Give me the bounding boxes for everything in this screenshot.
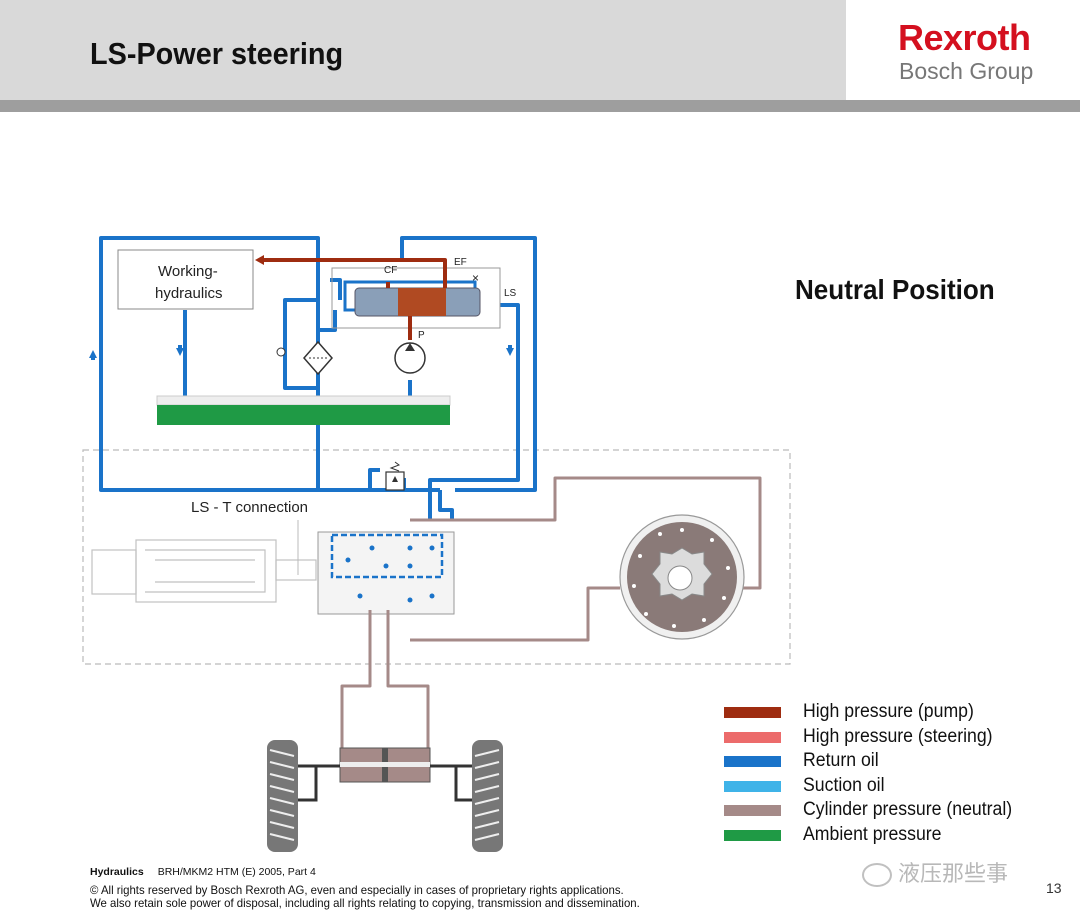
logo-brand: Rexroth <box>898 17 1031 58</box>
steering-unit-boundary <box>82 449 791 665</box>
tank <box>156 395 451 406</box>
left-wheel <box>267 740 298 852</box>
working-hydraulics-box <box>117 249 254 310</box>
high-pressure-pump-lines <box>262 258 447 340</box>
logo-group: Bosch Group <box>899 58 1034 84</box>
legend-swatch <box>724 731 781 743</box>
steering-cylinder <box>339 747 431 783</box>
orbital-motor <box>619 514 745 640</box>
legend-label: High pressure (steering) <box>803 725 993 747</box>
footer-copyright: © All rights reserved by Bosch Rexroth A… <box>90 884 640 909</box>
legend-swatch <box>724 780 781 792</box>
legend-label: Suction oil <box>803 774 885 796</box>
pressure-arrow <box>255 255 264 265</box>
legend-swatch <box>724 756 781 767</box>
legend-label: High pressure (pump) <box>803 701 974 722</box>
working-hydraulics-label-2: hydraulics <box>155 285 223 302</box>
legend-swatch <box>724 805 781 816</box>
check-valve-symbol <box>276 347 286 357</box>
footer-copyright-line1: © All rights reserved by Bosch Rexroth A… <box>90 883 624 897</box>
legend-label: Ambient pressure <box>803 823 942 845</box>
footer-dept: Hydraulics <box>90 866 144 878</box>
footer-ref: BRH/MKM2 HTM (E) 2005, Part 4 <box>157 866 316 878</box>
control-unit-ports <box>345 545 435 603</box>
steering-control-unit <box>317 531 455 615</box>
header-bar <box>0 0 846 100</box>
slide-title: LS-Power steering <box>90 36 344 71</box>
footer-copyright-line2: We also retain sole power of disposal, i… <box>90 895 640 910</box>
flow-arrows <box>89 345 514 360</box>
footer-reference: Hydraulics BRH/MKM2 HTM (E) 2005, Part 4 <box>90 866 316 878</box>
ef-label: EF <box>454 257 467 268</box>
cf-label: CF <box>384 265 397 276</box>
orifice-mark: × <box>472 271 479 285</box>
page-number: 13 <box>1046 880 1062 896</box>
steering-column <box>91 539 317 603</box>
tank-ambient <box>157 405 450 425</box>
ls-t-connection-label: LS - T connection <box>191 499 308 516</box>
right-wheel <box>472 740 503 852</box>
header-rule <box>0 100 1080 112</box>
legend-label: Cylinder pressure (neutral) <box>803 799 1013 820</box>
working-hydraulics-label-1: Working- <box>158 263 218 280</box>
priority-valve-housing <box>331 267 501 329</box>
pump-p-label: P <box>418 330 425 341</box>
state-title: Neutral Position <box>795 274 995 305</box>
watermark-text: 液压那些事 <box>898 861 1009 886</box>
cylinder-pressure-lines <box>340 476 762 752</box>
wechat-icon <box>862 863 892 888</box>
steering-linkage <box>298 764 472 802</box>
company-logo: Rexroth Bosch Group <box>846 0 1080 100</box>
legend-swatch <box>724 707 781 718</box>
legend-swatch <box>724 829 781 841</box>
legend-label: Return oil <box>803 750 879 771</box>
ls-port-label: LS <box>504 288 517 299</box>
watermark: 液压那些事 <box>862 856 1008 888</box>
